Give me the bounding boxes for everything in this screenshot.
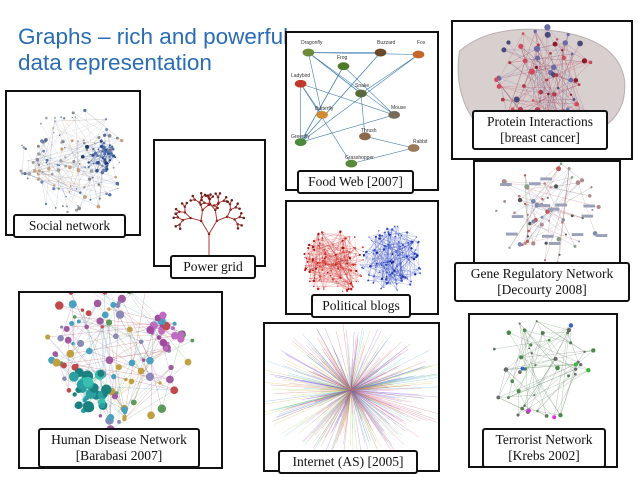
- caption-human-disease-line-1: Human Disease Network: [51, 432, 187, 447]
- food-web-label-mouse: Mouse: [391, 105, 407, 111]
- caption-political-blogs-text: Political blogs: [322, 298, 400, 313]
- food-web-label-greenfly: Greenfly: [291, 134, 310, 140]
- caption-social-text: Social network: [28, 218, 111, 233]
- internet-image: [263, 322, 440, 472]
- slide-title-line-2: data representation: [18, 50, 212, 75]
- caption-terrorist-line-2: [Krebs 2002]: [508, 448, 580, 463]
- food-web-label-snake: Snake: [355, 83, 370, 89]
- food-web-image: Dragonfly Frog Buzzard Fox Ladybird Snak…: [285, 31, 439, 191]
- internet-graphic: [265, 324, 438, 456]
- caption-internet: Internet (AS) [2005]: [278, 450, 418, 474]
- caption-protein: Protein Interactions [breast cancer]: [472, 110, 608, 150]
- social-network-graphic: [19, 108, 124, 214]
- caption-internet-text: Internet (AS) [2005]: [292, 454, 404, 469]
- caption-power-grid-text: Power grid: [183, 259, 243, 274]
- gene-regulatory-graphic: [495, 162, 608, 264]
- slide-title-line-1: Graphs – rich and powerful: [18, 24, 289, 49]
- caption-food-web: Food Web [2007]: [297, 170, 414, 194]
- caption-terrorist: Terrorist Network [Krebs 2002]: [482, 428, 606, 468]
- food-web-label-dragonfly: Dragonfly: [301, 40, 323, 46]
- caption-gene-line-1: Gene Regulatory Network: [470, 266, 614, 281]
- food-web-label-fox: Fox: [417, 40, 426, 46]
- caption-terrorist-line-1: Terrorist Network: [495, 432, 593, 447]
- food-web-label-frog: Frog: [337, 55, 348, 61]
- human-disease-graphic: [45, 293, 195, 434]
- food-web-label-buzzard: Buzzard: [377, 40, 396, 46]
- food-web-graphic: [294, 48, 425, 168]
- power-grid-image: [153, 139, 266, 267]
- caption-gene: Gene Regulatory Network [Decourty 2008]: [454, 262, 630, 302]
- food-web-label-ladybird: Ladybird: [291, 73, 311, 79]
- caption-social: Social network: [13, 214, 126, 238]
- food-web-label-thrush: Thrush: [361, 128, 377, 134]
- terrorist-network-graphic: [492, 320, 596, 420]
- caption-protein-line-2: [breast cancer]: [500, 130, 580, 145]
- caption-gene-line-2: [Decourty 2008]: [497, 282, 587, 297]
- food-web-label-rabbit: Rabbit: [413, 139, 428, 145]
- caption-human-disease-line-2: [Barabasi 2007]: [75, 448, 163, 463]
- slide-title: Graphs – rich and powerful data represen…: [18, 24, 288, 76]
- caption-power-grid: Power grid: [170, 255, 256, 279]
- political-blogs-graphic: [303, 225, 422, 293]
- social-network-image: [5, 90, 141, 236]
- power-grid-graphic: [172, 191, 246, 256]
- caption-political-blogs: Political blogs: [311, 294, 411, 318]
- food-web-label-butterfly: Butterfly: [315, 106, 334, 112]
- food-web-label-grasshopper: Grasshopper: [345, 155, 374, 161]
- caption-human-disease: Human Disease Network [Barabasi 2007]: [38, 428, 200, 468]
- caption-protein-line-1: Protein Interactions: [486, 114, 594, 129]
- caption-food-web-text: Food Web [2007]: [308, 174, 403, 189]
